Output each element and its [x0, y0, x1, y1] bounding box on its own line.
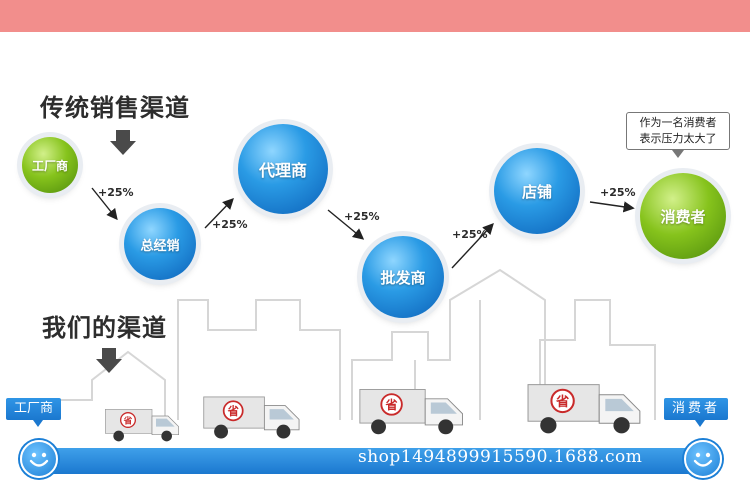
saving-badge-icon: 省: [227, 404, 239, 418]
saving-badge-icon: 省: [123, 414, 133, 426]
node-consumer-label: 消费者: [660, 207, 706, 226]
markup-label: +25%: [452, 228, 488, 241]
node-consumer: 消费者: [640, 173, 726, 259]
node-wholesaler: 批发商: [362, 236, 444, 318]
node-agent: 代理商: [238, 124, 328, 214]
tag-pointer: [695, 420, 705, 427]
truck-icon: 省: [105, 409, 179, 442]
truck-icon: 省: [359, 389, 463, 435]
flow-arrow-icon: [91, 187, 118, 221]
consumer-comment-bubble: 作为一名消费者 表示压力太大了: [626, 112, 730, 150]
truck-icon: 省: [203, 396, 300, 439]
down-arrow-icon: [110, 130, 136, 156]
smiley-icon: [684, 440, 722, 478]
end-label-consumer: 消费者: [664, 398, 729, 420]
saving-badge-icon: 省: [385, 397, 398, 412]
markup-label: +25%: [98, 186, 134, 199]
flow-arrow-icon: [204, 197, 234, 229]
top-color-band: [0, 0, 750, 32]
traditional-channel-heading: 传统销售渠道: [40, 94, 190, 122]
shop-watermark: shop1494899915590.1688.com: [358, 447, 643, 467]
node-wholesaler-label: 批发商: [380, 268, 426, 287]
consumer-comment-line: 作为一名消费者: [639, 116, 717, 129]
flow-arrow-icon: [451, 222, 494, 269]
saving-badge-icon: 省: [555, 393, 569, 410]
truck-icon: 省: [527, 384, 641, 434]
node-store-label: 店铺: [521, 182, 552, 201]
markup-label: +25%: [600, 186, 636, 199]
markup-label: +25%: [212, 218, 248, 231]
markup-label: +25%: [344, 210, 380, 223]
start-label-factory: 工厂商: [6, 398, 62, 420]
our-channel-heading: 我们的渠道: [42, 314, 167, 342]
flow-arrow-icon: [589, 201, 635, 213]
direct-channel-road: [48, 448, 698, 474]
node-general-distributor: 总经销: [124, 208, 196, 280]
node-factory-label: 工厂商: [31, 158, 68, 173]
smiley-icon: [20, 440, 58, 478]
node-store: 店铺: [494, 148, 580, 234]
node-factory: 工厂商: [22, 137, 78, 193]
tag-pointer: [33, 420, 43, 427]
down-arrow-icon: [96, 348, 122, 374]
bubble-tail: [672, 150, 684, 158]
consumer-comment-line: 表示压力太大了: [639, 132, 717, 145]
flow-arrow-icon: [327, 209, 365, 240]
node-general-distributor-label: 总经销: [140, 238, 180, 254]
node-agent-label: 代理商: [258, 161, 307, 180]
